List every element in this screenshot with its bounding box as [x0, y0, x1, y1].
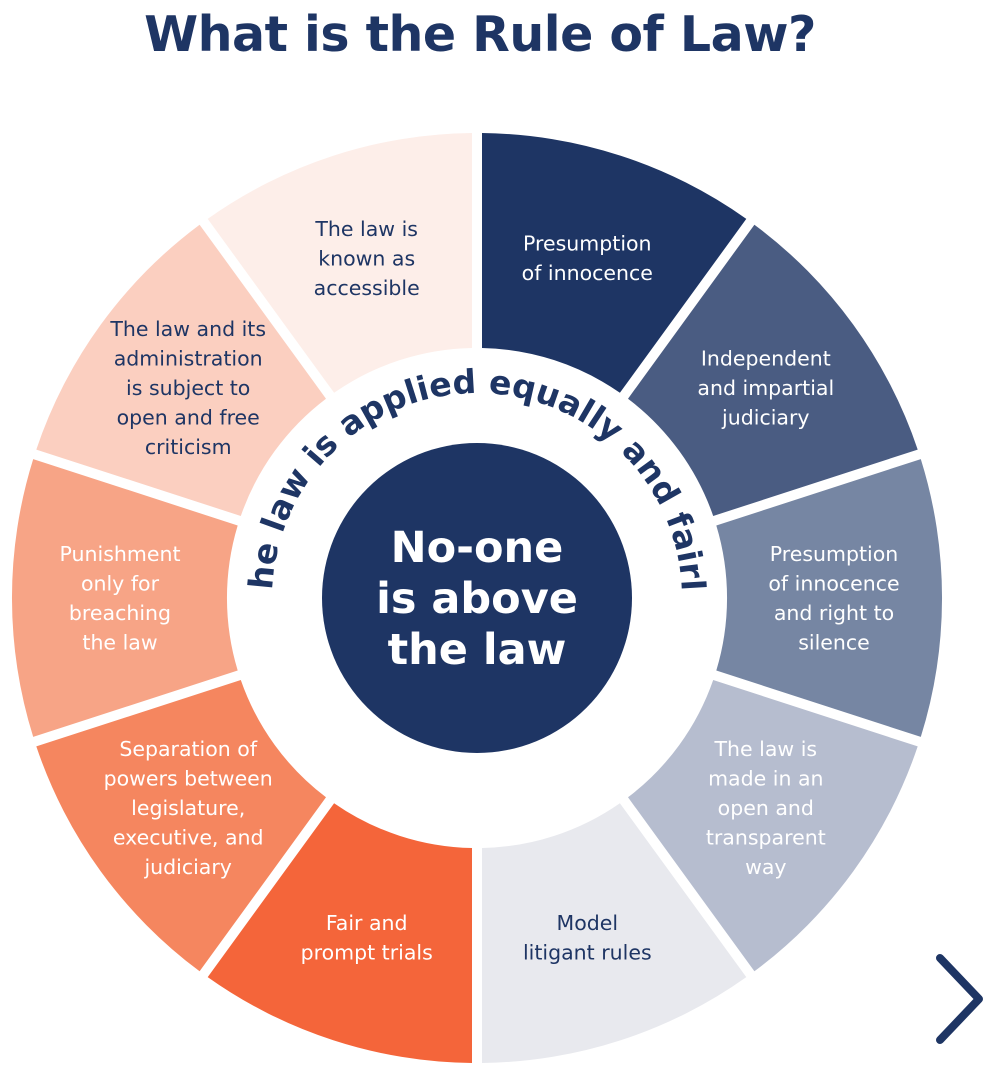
wheel-segment-label-line: of innocence: [768, 571, 899, 595]
wheel-segment-label-10: The law is known as accessible: [314, 217, 420, 300]
wheel-segment-label-line: executive, and: [113, 825, 264, 849]
wheel-segment-label-line: prompt trials: [301, 940, 433, 964]
chevron-right-icon: [936, 954, 983, 1044]
wheel-segment-label-6: Fair and prompt trials: [301, 911, 433, 965]
wheel-segment-7: [36, 680, 327, 972]
wheel-segment-10: [207, 133, 472, 393]
wheel-segment-label-line: and impartial: [697, 376, 834, 400]
wheel-segment-label-3: Presumption of innocence and right to silen…: [768, 542, 899, 655]
wheel-segment-label-8: Punishment only for breaching the law: [60, 542, 181, 655]
wheel-segment-label-line: Presumption: [770, 542, 899, 566]
wheel-segment-label-line: only for: [81, 571, 160, 595]
wheel-segment-label-line: Punishment: [60, 542, 181, 566]
wheel-segment-label-line: Presumption: [523, 232, 652, 256]
wheel-segment-label-line: open and free: [117, 406, 260, 430]
wheel-segment-label-line: of innocence: [522, 261, 653, 285]
wheel-segment-1: [482, 133, 747, 393]
wheel-segment-label-line: open and: [718, 796, 814, 820]
wheel-segment-2: [628, 224, 918, 516]
wheel-segment-label-line: judiciary: [143, 855, 232, 879]
wheel-segment-label-1: Presumption of innocence: [522, 232, 653, 286]
wheel-segment-label-line: breaching: [69, 601, 171, 625]
wheel-segment-label-line: is subject to: [126, 376, 250, 400]
wheel-segment-label-line: legislature,: [131, 796, 245, 820]
wheel-segment-label-line: transparent: [706, 825, 826, 849]
wheel-segment-label-line: administration: [114, 347, 263, 371]
center-disc: [322, 443, 632, 753]
page-title: What is the Rule of Law?: [144, 6, 816, 63]
wheel-segment-label-7: Separation of powers between legislature, e…: [104, 737, 273, 879]
wheel-segment-label-line: The law is: [714, 737, 818, 761]
wheel-segment-label-line: accessible: [314, 276, 420, 300]
wheel-segment-label-line: known as: [318, 247, 415, 271]
wheel-segment-label-line: way: [745, 855, 786, 879]
center-text-line: the law: [388, 625, 567, 675]
wheel-segment-label-line: litigant rules: [523, 940, 652, 964]
wheel-segment-5: [482, 803, 747, 1063]
wheel-segment-6: [207, 803, 472, 1063]
wheel-segment-label-line: criticism: [145, 435, 232, 459]
wheel-segment-label-line: Separation of: [119, 737, 258, 761]
wheel-segment-label-5: Model litigant rules: [523, 911, 652, 965]
next-button[interactable]: [925, 945, 985, 1045]
wheel-segment-label-line: and right to: [774, 601, 894, 625]
wheel-segment-label-line: Independent: [701, 347, 831, 371]
wheel-segment-label-line: Fair and: [326, 911, 408, 935]
wheel-segment-label-line: The law and its: [109, 317, 266, 341]
wheel-segment-4: [628, 680, 918, 972]
wheel-segment-label-line: the law: [82, 630, 157, 654]
wheel-segment-label-line: powers between: [104, 766, 273, 790]
center-text-line: is above: [376, 574, 578, 624]
wheel-segment-label-line: made in an: [708, 766, 823, 790]
wheel-segment-label-9: The law and its administration is subject …: [109, 317, 266, 459]
wheel-segment-8: [11, 459, 238, 737]
wheel-segment-label-line: The law is: [314, 217, 418, 241]
wheel-segment-label-2: Independent and impartial judiciary: [697, 347, 834, 430]
wheel-segment-label-line: silence: [798, 630, 870, 654]
center-text-line: No-one: [391, 523, 564, 573]
wheel-segment-9: [36, 224, 327, 516]
wheel-segment-label-line: judiciary: [721, 406, 810, 430]
wheel-segment-3: [716, 459, 943, 737]
wheel-segment-label-4: The law is made in an open and transparent w…: [706, 737, 826, 879]
wheel-segment-label-line: Model: [557, 911, 619, 935]
